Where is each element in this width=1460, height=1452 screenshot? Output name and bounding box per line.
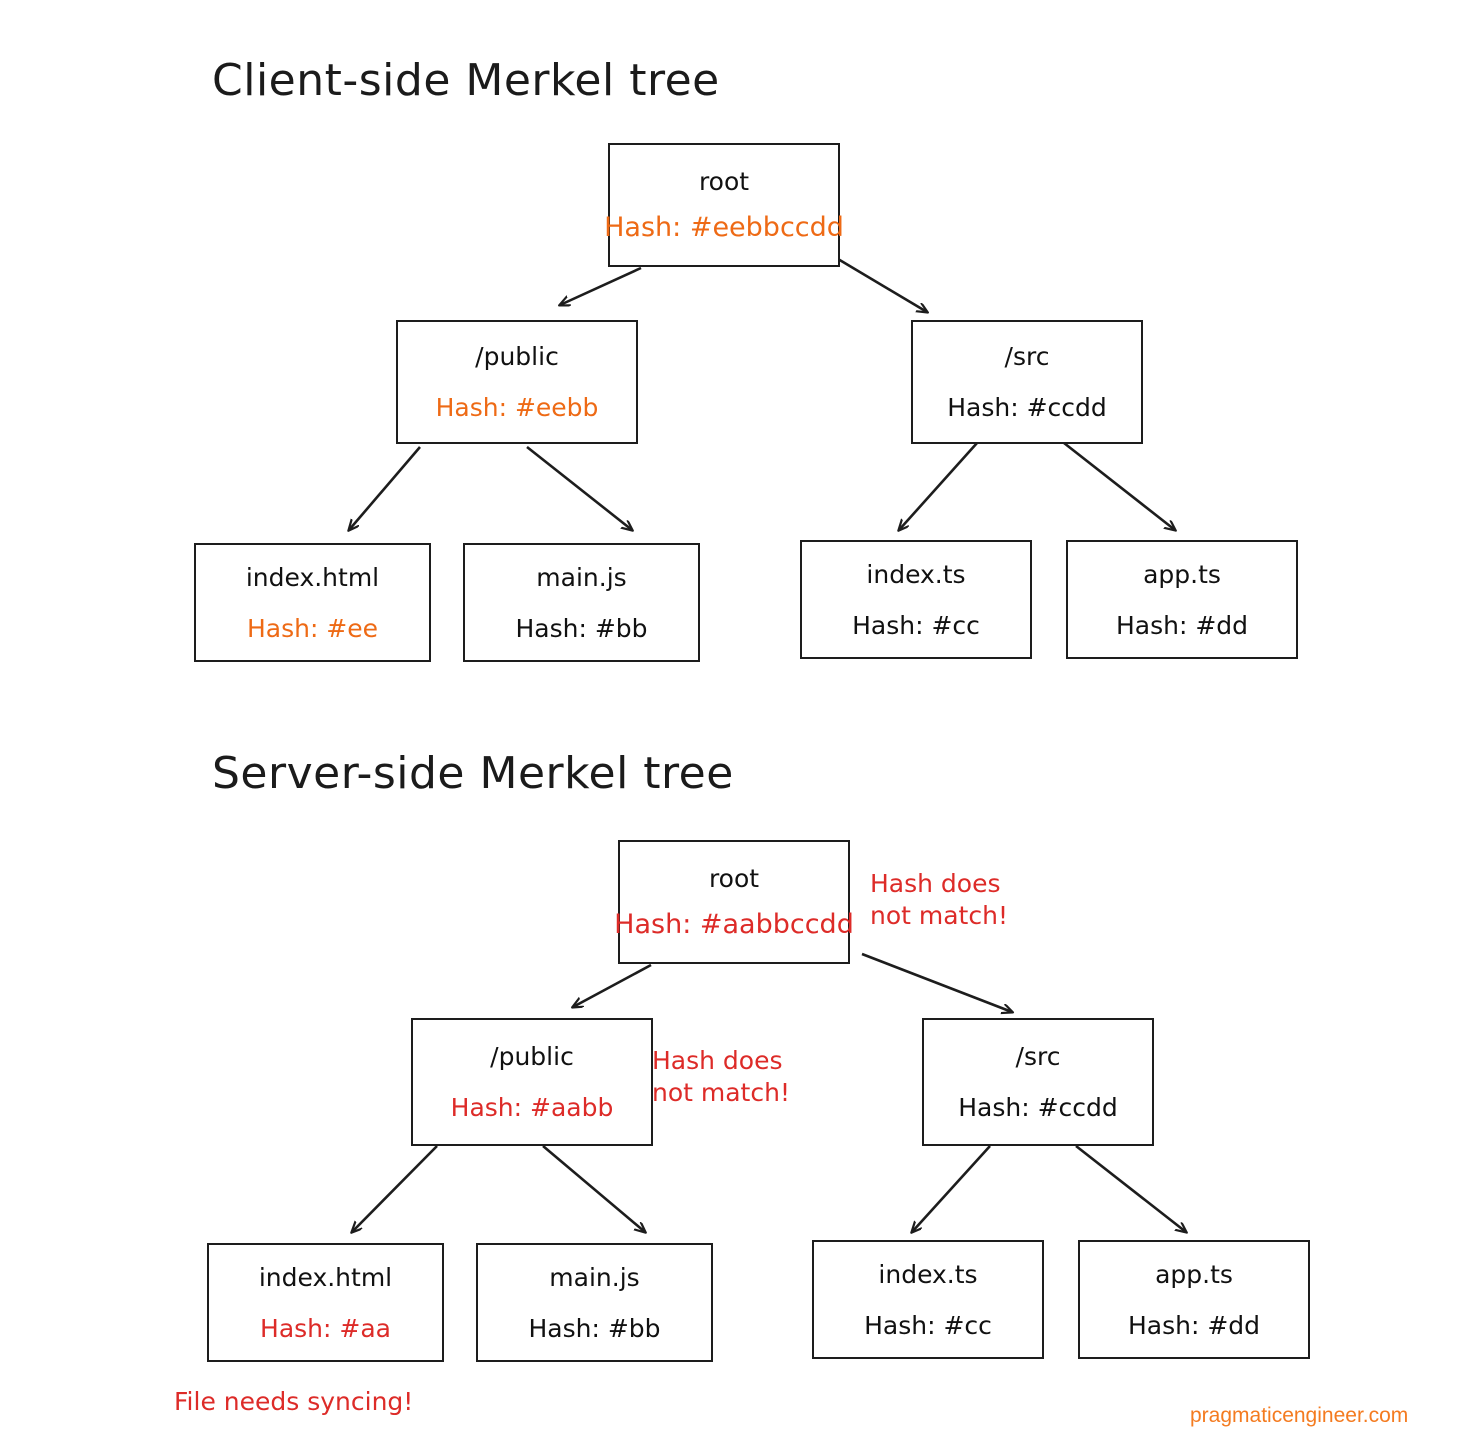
node-hash: Hash: #aabbccdd [614,909,854,940]
node-hash: Hash: #ccdd [947,393,1107,422]
node-client-index-html[interactable]: index.html Hash: #ee [194,543,431,662]
node-server-app-ts[interactable]: app.ts Hash: #dd [1078,1240,1310,1359]
node-label: index.html [258,1262,393,1292]
node-hash: Hash: #bb [528,1313,661,1343]
node-hash: Hash: #cc [852,610,980,640]
annotation-root-hash-mismatch: Hash does not match! [870,869,1008,930]
node-hash: Hash: #cc [864,1310,992,1340]
node-label: app.ts [1155,1259,1233,1289]
node-hash: Hash: #aa [260,1313,391,1343]
node-server-index-ts[interactable]: index.ts Hash: #cc [812,1240,1044,1359]
node-client-index-ts[interactable]: index.ts Hash: #cc [800,540,1032,659]
node-label: root [708,864,760,893]
watermark: pragmaticengineer.com [1190,1404,1409,1427]
node-client-app-ts[interactable]: app.ts Hash: #dd [1066,540,1298,659]
node-hash: Hash: #ccdd [958,1093,1118,1122]
node-hash: Hash: #dd [1115,610,1249,640]
node-label: root [698,167,750,196]
node-client-src[interactable]: /src Hash: #ccdd [911,320,1143,444]
node-hash: Hash: #bb [515,613,648,643]
node-label: main.js [549,1262,640,1292]
node-client-main-js[interactable]: main.js Hash: #bb [463,543,700,662]
node-hash: Hash: #ee [246,613,379,643]
node-label: /src [1004,342,1050,371]
node-client-public[interactable]: /public Hash: #eebb [396,320,638,444]
node-hash: Hash: #dd [1127,1310,1261,1340]
node-label: index.ts [878,1259,978,1289]
server-tree-title: Server-side Merkel tree [212,748,734,799]
annotation-file-needs-syncing: File needs syncing! [174,1387,414,1416]
node-label: /public [490,1042,574,1071]
annotation-public-hash-mismatch: Hash does not match! [652,1046,790,1107]
node-label: /public [475,342,559,371]
node-label: app.ts [1143,559,1221,589]
node-client-root[interactable]: root Hash: #eebbccdd [604,143,844,267]
node-server-src[interactable]: /src Hash: #ccdd [922,1018,1154,1146]
node-hash: Hash: #eebb [435,393,599,422]
node-hash: Hash: #aabb [450,1093,614,1122]
node-server-root[interactable]: root Hash: #aabbccdd [614,840,854,964]
node-label: index.html [245,562,380,592]
node-label: /src [1015,1042,1061,1071]
client-tree-title: Client-side Merkel tree [212,55,720,106]
node-server-main-js[interactable]: main.js Hash: #bb [476,1243,713,1362]
node-label: index.ts [866,559,966,589]
node-server-public[interactable]: /public Hash: #aabb [411,1018,653,1146]
node-hash: Hash: #eebbccdd [604,212,844,243]
node-label: main.js [536,562,627,592]
node-server-index-html[interactable]: index.html Hash: #aa [207,1243,444,1362]
